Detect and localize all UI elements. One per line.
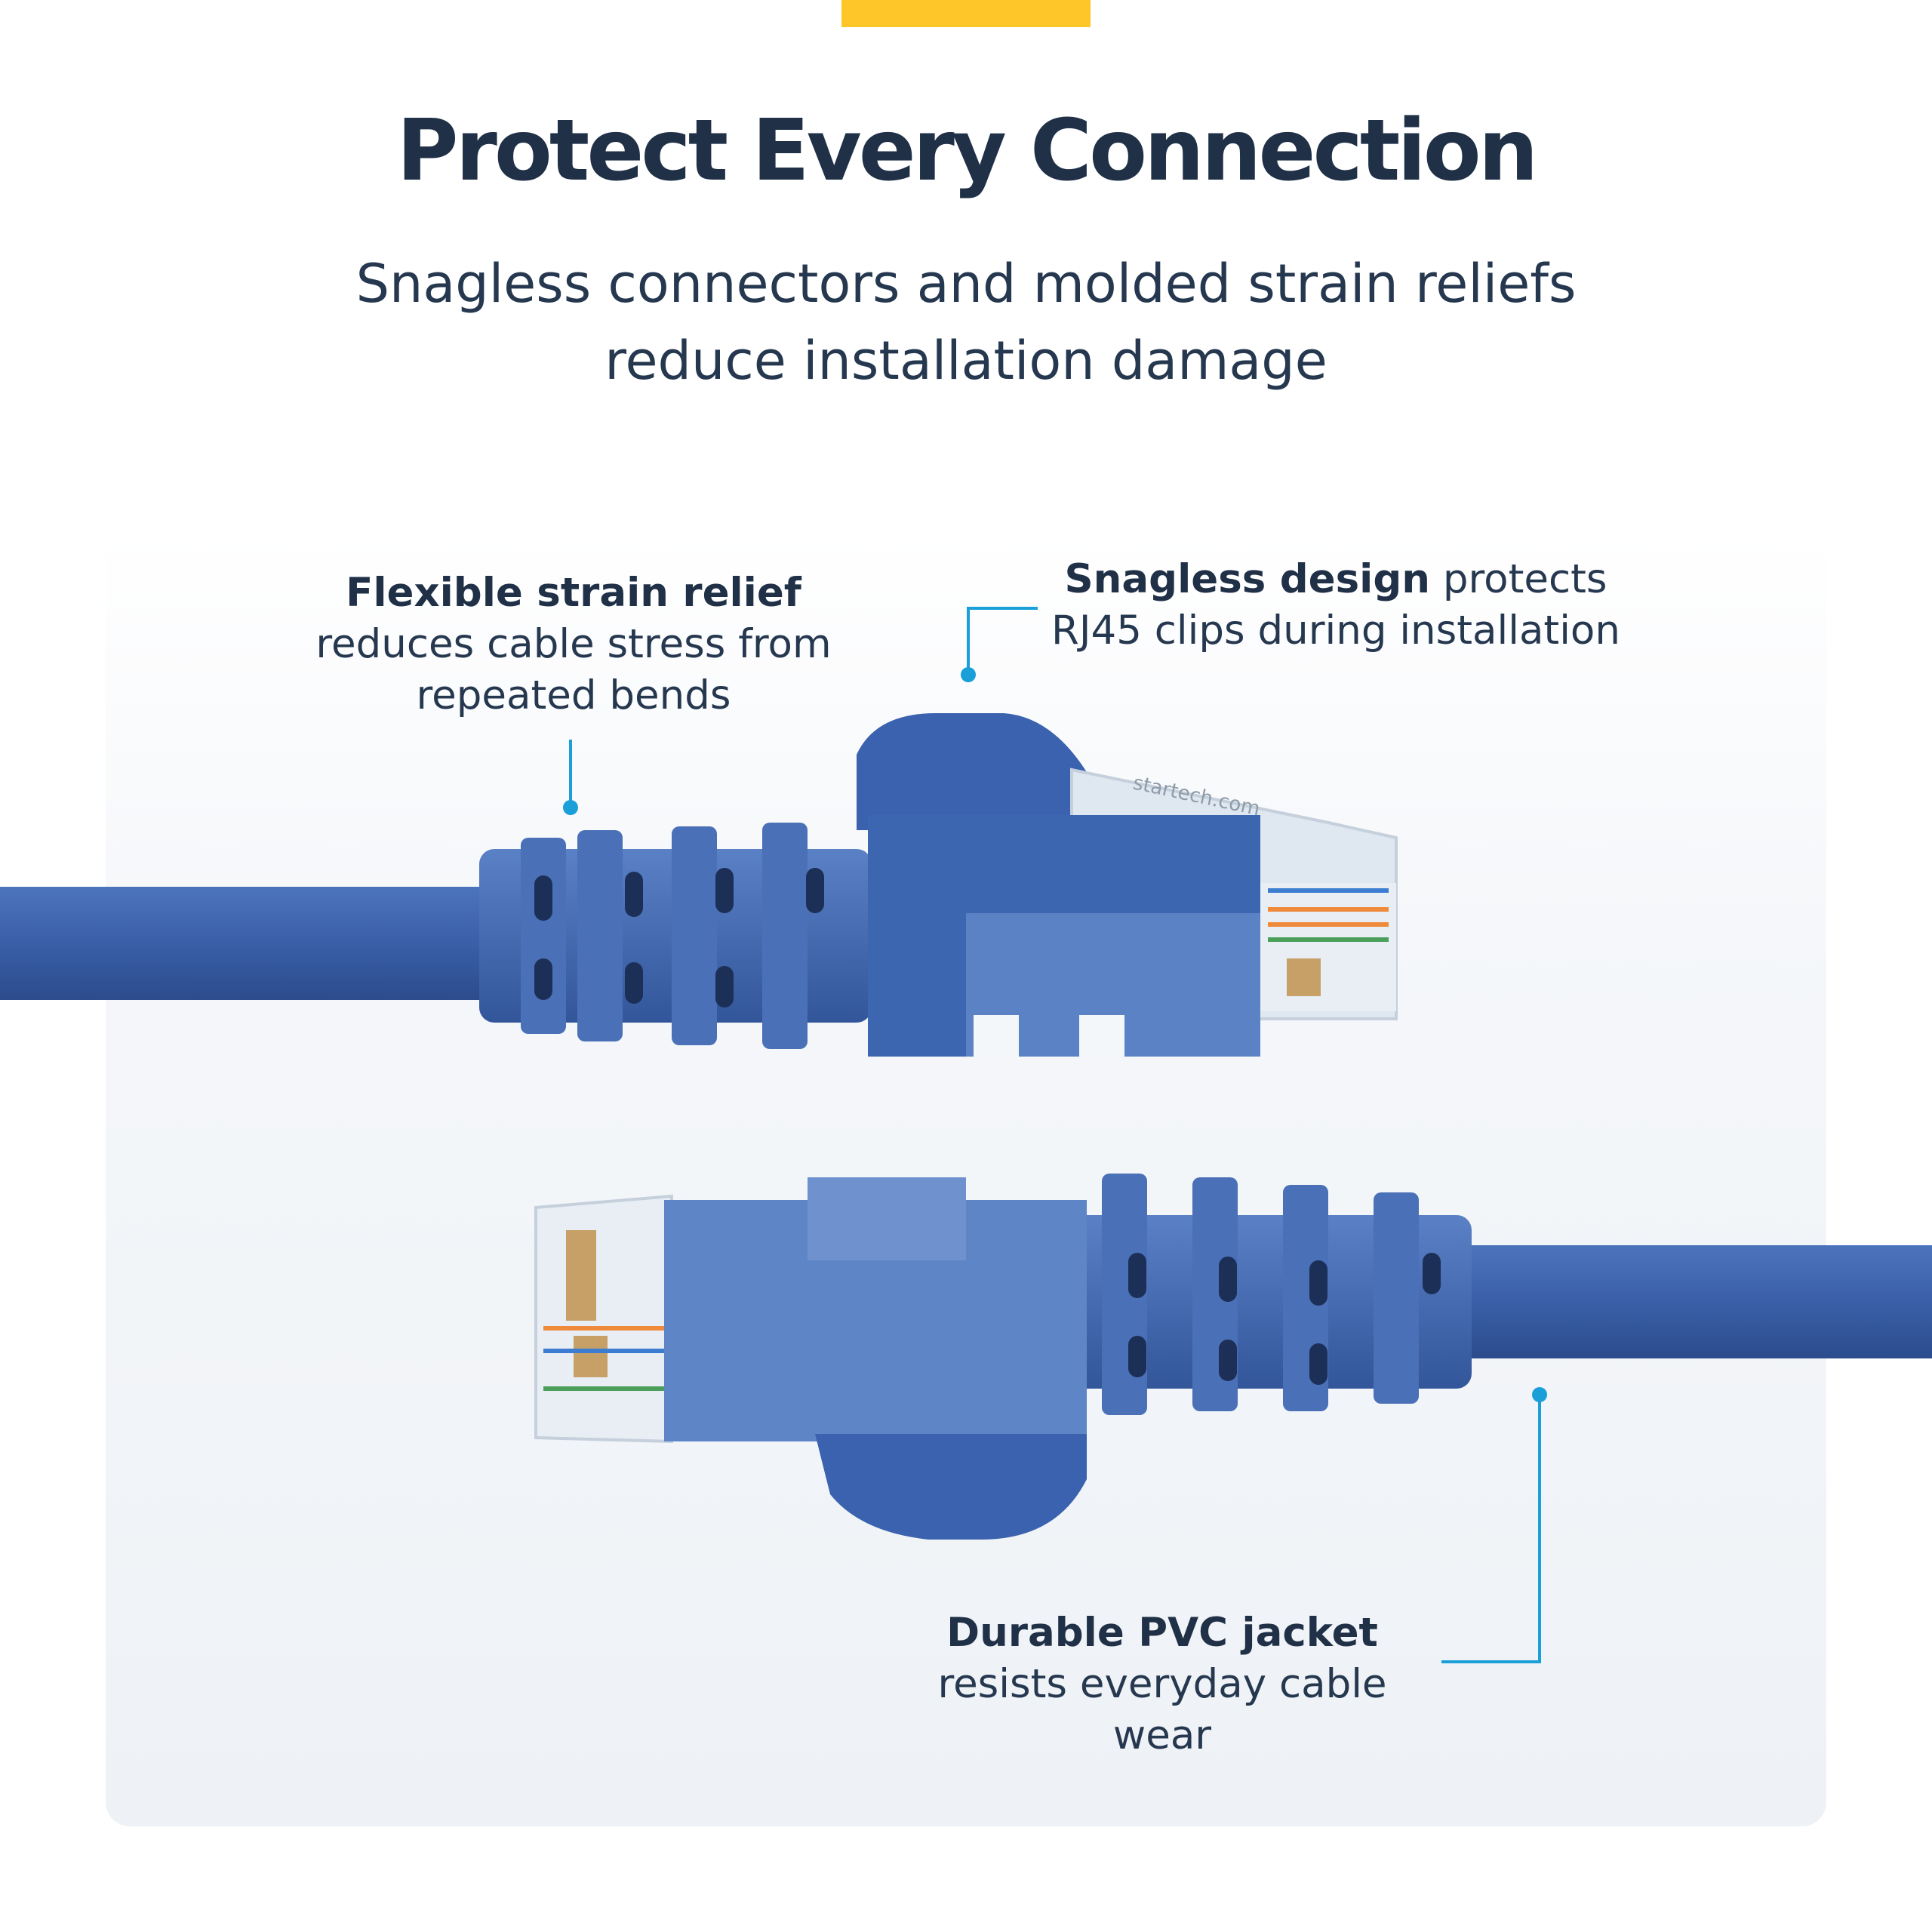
leader-strain-relief bbox=[563, 740, 578, 815]
top-snagless-hood bbox=[857, 713, 1094, 830]
callout-strain-relief-title: Flexible strain relief bbox=[346, 570, 801, 616]
leader-snagless bbox=[961, 607, 1038, 682]
callout-strain-relief-text: reduces cable stress from repeated bends bbox=[315, 621, 832, 718]
bottom-cable bbox=[1434, 1245, 1932, 1358]
callout-pvc-jacket: Durable PVC jacket resists everyday cabl… bbox=[883, 1607, 1441, 1761]
page-title: Protect Every Connection bbox=[396, 102, 1539, 200]
accent-bar bbox=[841, 0, 1091, 27]
top-connector: startech.com bbox=[0, 713, 1398, 1057]
bottom-rj45-plug bbox=[534, 1194, 673, 1444]
callout-snagless: Snagless design protects RJ45 clips duri… bbox=[1034, 554, 1638, 657]
leader-pvc-jacket bbox=[1441, 1387, 1547, 1663]
callout-snagless-title: Snagless design bbox=[1064, 556, 1431, 602]
bottom-snagless-hood bbox=[815, 1434, 1087, 1540]
callout-strain-relief: Flexible strain relief reduces cable str… bbox=[302, 568, 845, 721]
top-strain-relief bbox=[479, 823, 872, 1049]
page-subtitle: Snagless connectors and molded strain re… bbox=[355, 253, 1577, 392]
callout-snagless-text: protects RJ45 clips during installation bbox=[1051, 556, 1620, 654]
top-cable bbox=[0, 887, 513, 1000]
callout-pvc-jacket-title: Durable PVC jacket bbox=[946, 1610, 1378, 1656]
bottom-connector bbox=[534, 1174, 1932, 1540]
bottom-strain-relief bbox=[1072, 1174, 1472, 1415]
callout-pvc-jacket-text: resists everyday cable wear bbox=[937, 1661, 1387, 1758]
